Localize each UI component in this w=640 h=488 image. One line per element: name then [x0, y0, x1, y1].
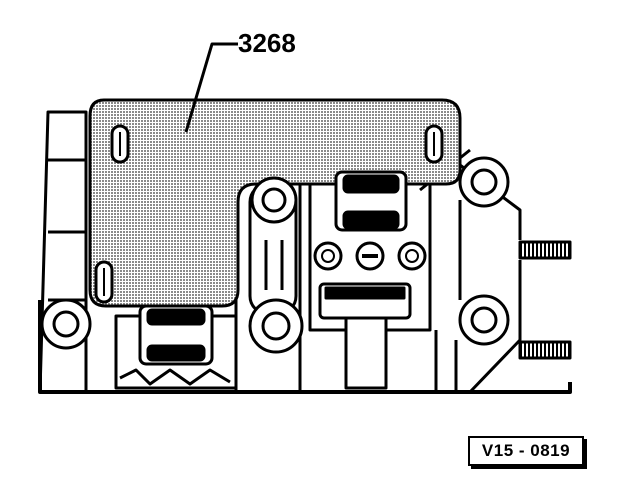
- slotted-hole-icon: [424, 124, 444, 164]
- spool-block-middle: [318, 282, 412, 390]
- slotted-hole-icon: [110, 124, 130, 164]
- bolt-head-icon: [40, 298, 92, 350]
- housing-right-column: [434, 200, 462, 392]
- threaded-stud-icon: [518, 340, 572, 360]
- callout-part-number: 3268: [238, 28, 296, 58]
- slotted-screw-icon: [313, 241, 343, 271]
- bolt-head-icon: [458, 156, 510, 208]
- callout-leader-line: [184, 42, 238, 133]
- tool-plate-3268: [88, 98, 462, 308]
- bolt-head-icon: [248, 298, 304, 354]
- bolt-head-icon: [250, 176, 298, 224]
- figure-reference-label: V15 - 0819: [468, 436, 584, 466]
- spool-block-lower: [114, 304, 238, 390]
- slotted-screw-icon: [355, 241, 385, 271]
- spool-block-upper: [334, 170, 408, 232]
- bolt-head-icon: [458, 294, 510, 346]
- slotted-screw-icon: [397, 241, 427, 271]
- slotted-hole-icon: [94, 260, 114, 304]
- threaded-stud-icon: [518, 240, 572, 260]
